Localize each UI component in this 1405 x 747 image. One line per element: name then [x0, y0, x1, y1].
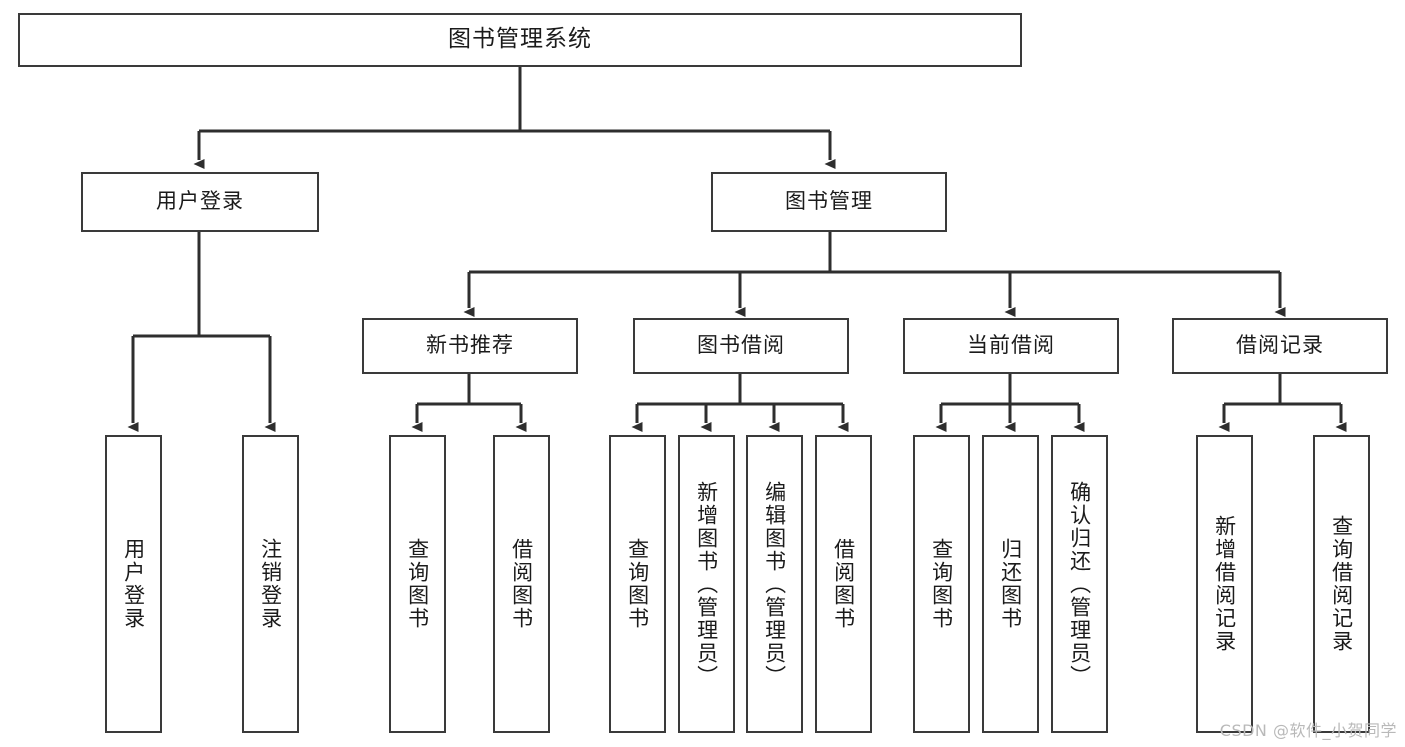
- node-current-borrow[interactable]: 当前借阅: [903, 318, 1119, 374]
- leaf-book-borrow-add-book-admin[interactable]: 新增图书（管理员）: [678, 435, 735, 733]
- leaf-borrow-record-query-record[interactable]: 查询借阅记录: [1313, 435, 1370, 733]
- leaf-user-login-login[interactable]: 用户登录: [105, 435, 162, 733]
- leaf-book-borrow-borrow-book[interactable]: 借阅图书: [815, 435, 872, 733]
- leaf-user-login-logout[interactable]: 注销登录: [242, 435, 299, 733]
- leaf-current-borrow-query-book[interactable]: 查询图书: [913, 435, 970, 733]
- leaf-book-borrow-query-book[interactable]: 查询图书: [609, 435, 666, 733]
- leaf-current-borrow-return-book[interactable]: 归还图书: [982, 435, 1039, 733]
- node-book-management[interactable]: 图书管理: [711, 172, 947, 232]
- node-root-system[interactable]: 图书管理系统: [18, 13, 1022, 67]
- node-user-login[interactable]: 用户登录: [81, 172, 319, 232]
- leaf-new-book-query-book[interactable]: 查询图书: [389, 435, 446, 733]
- leaf-borrow-record-add-record[interactable]: 新增借阅记录: [1196, 435, 1253, 733]
- leaf-current-borrow-confirm-return-admin[interactable]: 确认归还（管理员）: [1051, 435, 1108, 733]
- leaf-new-book-borrow-book[interactable]: 借阅图书: [493, 435, 550, 733]
- node-book-borrow[interactable]: 图书借阅: [633, 318, 849, 374]
- leaf-book-borrow-edit-book-admin[interactable]: 编辑图书（管理员）: [746, 435, 803, 733]
- node-new-book-recommend[interactable]: 新书推荐: [362, 318, 578, 374]
- csdn-watermark: CSDN @软件_小贺同学: [1219, 721, 1397, 740]
- node-borrow-record[interactable]: 借阅记录: [1172, 318, 1388, 374]
